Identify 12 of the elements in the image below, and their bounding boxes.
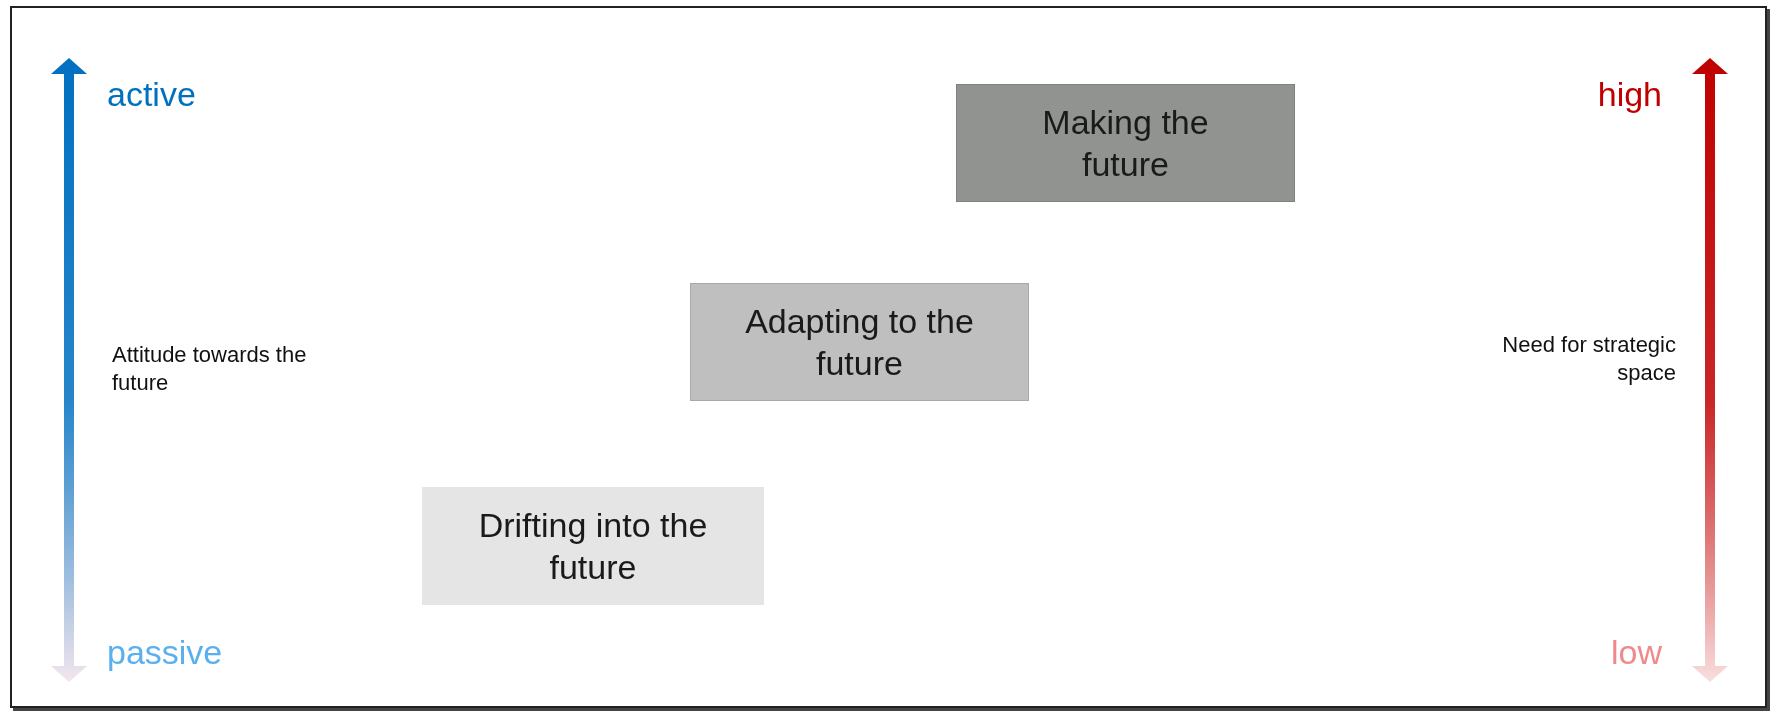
stage-box	[690, 283, 1029, 401]
axis-label: passive	[107, 632, 224, 672]
axis-label: high	[1596, 74, 1662, 114]
axis-label: Need for strategic space	[1501, 331, 1676, 387]
stage-label: Drifting into the future	[477, 505, 709, 588]
stage-label: Adapting to the future	[744, 301, 975, 384]
axis-label: active	[107, 74, 197, 114]
axis-label: Attitude towards the future	[112, 341, 308, 397]
stage-label: Making the future	[1041, 102, 1210, 185]
axis-label: low	[1609, 632, 1662, 672]
stage-box	[956, 84, 1295, 202]
stage-box	[422, 487, 764, 605]
